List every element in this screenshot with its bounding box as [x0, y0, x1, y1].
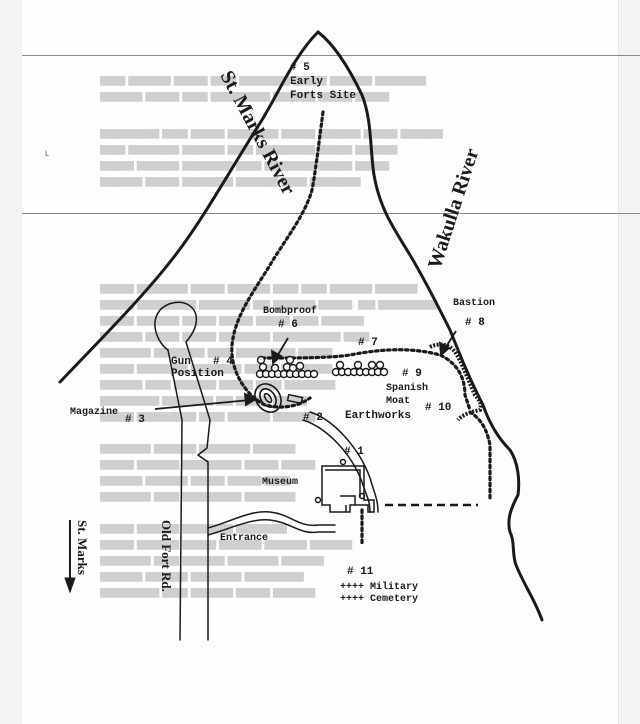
site-6-label: Bombproof	[263, 305, 317, 317]
site-1-number: # 1	[344, 446, 364, 458]
earthwork-block	[286, 393, 304, 405]
bleed-through-rule-middle	[22, 213, 640, 214]
site-5-label-line2: Forts Site	[290, 90, 356, 102]
museum-building	[314, 458, 375, 513]
site-2-number: # 2	[303, 412, 323, 424]
old-fort-road-label: Old Fort Rd.	[159, 520, 174, 592]
site-9-label-line1: Spanish	[386, 382, 428, 394]
site-4-label-line2: Position	[171, 368, 224, 380]
site-8-label: Bastion	[453, 297, 495, 309]
site-3-label: Magazine	[70, 406, 118, 418]
cemetery-cross-marks: ++++	[340, 582, 364, 593]
magazine-icon	[254, 383, 282, 413]
site-7-number: # 7	[358, 337, 378, 349]
site-9-number: # 9	[402, 368, 422, 380]
site-5-label-line1: Early	[290, 76, 323, 88]
wakulla-river-label: Wakulla River	[424, 146, 484, 272]
entrance-drive	[207, 511, 336, 529]
bombproof-mounds	[255, 355, 389, 379]
wakulla-river-bank	[316, 30, 544, 622]
bleed-through-text-block: ▆▆▆▆ ▆▆▆▆▆▆ ▆▆▆▆ ▆▆▆▆▆ ▆▆▆ ▆▆▆ ▆▆▆▆▆ ▆▆▆…	[100, 282, 438, 598]
entrance-label: Entrance	[220, 533, 268, 544]
site-9-label-line2: Moat	[386, 396, 410, 407]
st-marks-direction-label: St. Marks	[75, 520, 90, 575]
st-marks-river-label: St. Marks River	[216, 67, 300, 199]
site-10-number: # 10	[425, 402, 451, 414]
trail-north-wall	[260, 348, 472, 412]
museum-label: Museum	[262, 477, 298, 488]
old-fort-road	[154, 301, 211, 641]
bleed-through-rule-top	[22, 55, 640, 56]
bleed-through-text-block: ▆▆▆▆▆▆▆ ▆▆▆ ▆▆▆▆ ▆▆▆▆▆▆ ▆▆▆▆ ▆▆▆▆▆ ▆▆▆▆ …	[100, 127, 443, 187]
site-11-number: # 11	[347, 566, 374, 578]
bastion-chain	[429, 342, 483, 422]
site-2-label: Earthworks	[345, 410, 411, 422]
site-11-label-line1: Military	[370, 581, 418, 593]
site-8-number: # 8	[465, 317, 485, 329]
site-4-number: # 4	[213, 356, 233, 368]
site-4-label-line1: Gun	[171, 356, 191, 368]
trail-east	[468, 410, 492, 502]
south-arrow-icon	[64, 520, 76, 594]
cemetery-cross-marks: ++++	[340, 594, 364, 605]
site-6-number: # 6	[278, 319, 298, 331]
pointer-arrows	[154, 330, 457, 410]
site-3-number: # 3	[125, 414, 145, 426]
bleed-through-text-block: ▆▆▆ ▆▆▆▆▆ ▆▆▆▆ ▆▆▆ ▆▆▆▆▆▆ ▆▆▆▆ ▆▆▆▆▆ ▆▆▆…	[100, 74, 426, 102]
margin-mark: ʟ	[45, 148, 50, 159]
site-11-label-line2: Cemetery	[370, 594, 418, 605]
earthworks-road	[309, 411, 379, 513]
st-marks-river-bank	[58, 30, 320, 384]
site-5-number: # 5	[290, 62, 310, 74]
